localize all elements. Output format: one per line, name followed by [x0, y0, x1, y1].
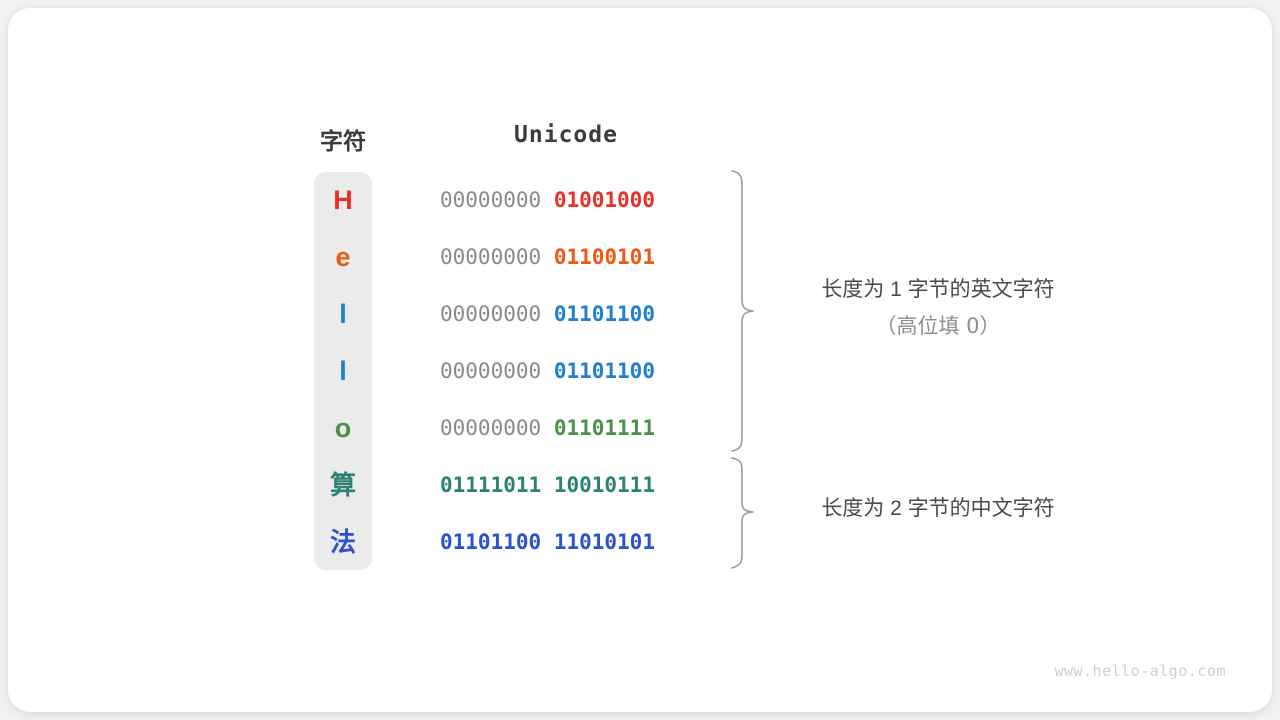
character-cell: e	[335, 242, 351, 272]
annotation-one-byte: 长度为 1 字节的英文字符 （高位填 0）	[758, 272, 1118, 344]
brace-one-byte-group	[731, 170, 754, 452]
binary-high-byte: 00000000	[440, 302, 542, 326]
binary-row: 00000000 01101100	[440, 343, 692, 400]
binary-high-byte: 01101100	[440, 530, 542, 554]
binary-low-byte: 01100101	[553, 245, 655, 269]
binary-byte-separator	[541, 359, 554, 383]
column-header-character: 字符	[320, 128, 366, 154]
watermark-url: www.hello-algo.com	[1054, 662, 1226, 680]
binary-byte-separator	[541, 530, 554, 554]
diagram-card: 字符 Unicode H 00000000 01001000 e 00000000 0…	[8, 8, 1272, 712]
binary-row: 01101100 11010101	[440, 514, 692, 571]
binary-high-byte: 00000000	[440, 188, 542, 212]
character-cell: 算	[329, 470, 356, 500]
binary-low-byte: 10010111	[553, 473, 655, 497]
character-cell: l	[339, 299, 347, 329]
binary-high-byte: 00000000	[440, 359, 542, 383]
character-cell: 法	[329, 527, 356, 557]
binary-row: 00000000 01101111	[440, 400, 692, 457]
binary-high-byte: 00000000	[440, 416, 542, 440]
binary-byte-separator	[541, 245, 554, 269]
binary-byte-separator	[541, 188, 554, 212]
binary-row: 01111011 10010111	[440, 457, 692, 514]
binary-high-byte: 00000000	[440, 245, 542, 269]
binary-row: 00000000 01101100	[440, 286, 692, 343]
binary-low-byte: 01101111	[553, 416, 655, 440]
annotation-one-byte-line2: （高位填 0）	[875, 314, 1001, 338]
character-column-panel	[314, 172, 372, 570]
brace-two-byte-group	[731, 457, 754, 569]
character-cell: o	[334, 413, 352, 443]
annotation-two-byte-line1: 长度为 2 字节的中文字符	[821, 497, 1055, 520]
binary-row: 00000000 01100101	[440, 229, 692, 286]
binary-byte-separator	[541, 416, 554, 440]
binary-byte-separator	[541, 302, 554, 326]
annotation-two-byte: 长度为 2 字节的中文字符	[758, 491, 1118, 527]
column-header-unicode: Unicode	[514, 122, 618, 148]
binary-byte-separator	[541, 473, 554, 497]
binary-high-byte: 01111011	[440, 473, 542, 497]
binary-low-byte: 01101100	[553, 359, 655, 383]
binary-row: 00000000 01001000	[440, 172, 692, 229]
character-cell: H	[333, 185, 353, 215]
binary-low-byte: 01101100	[553, 302, 655, 326]
character-cell: l	[339, 356, 347, 386]
binary-low-byte: 01001000	[553, 188, 655, 212]
annotation-one-byte-line1: 长度为 1 字节的英文字符	[821, 278, 1055, 301]
binary-low-byte: 11010101	[553, 530, 655, 554]
